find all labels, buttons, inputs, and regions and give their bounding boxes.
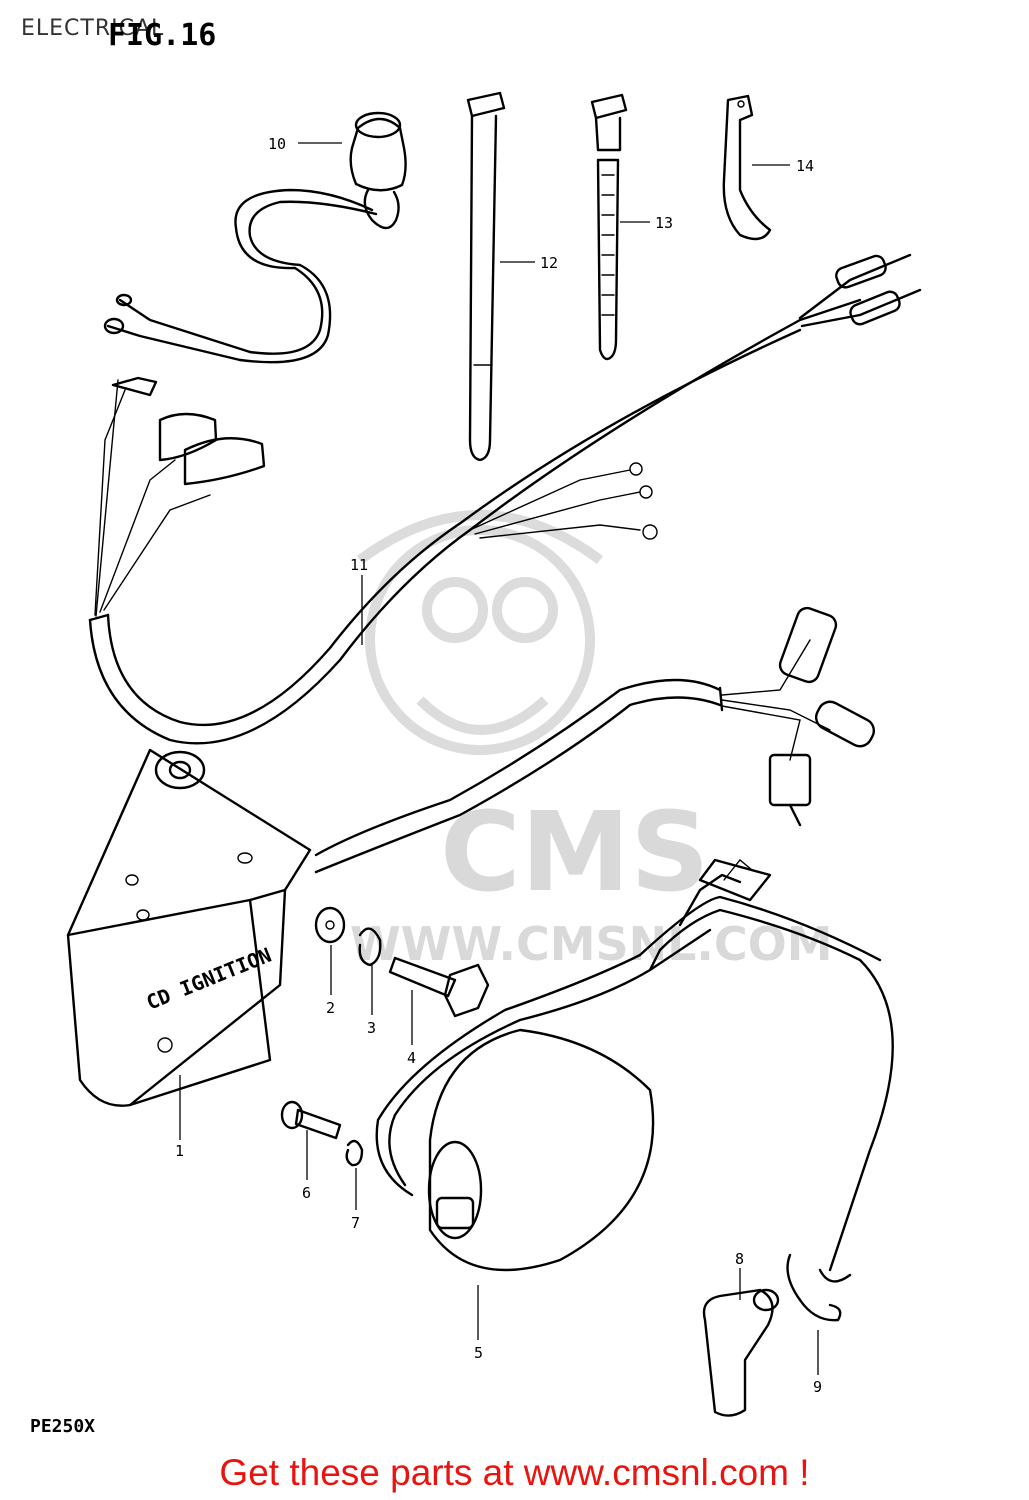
part-12-cable-tie[interactable] [466,91,506,462]
callout-12: 12 [540,254,558,272]
callout-3: 3 [367,1019,376,1037]
model-code: PE250X [30,1416,96,1437]
callout-5: 5 [474,1344,483,1362]
callout-13: 13 [655,214,673,232]
part-7-lock-washer[interactable] [345,1139,364,1167]
part-2-washer[interactable] [314,906,346,944]
callout-11: 11 [350,556,368,574]
callout-numbers: 10 12 13 14 11 1 2 3 4 5 6 7 8 9 [175,135,822,1396]
part-14-wire-clamp[interactable] [722,94,772,241]
part-9-cable-clip[interactable] [786,1253,842,1322]
cms-mascot-logo [357,510,603,755]
callout-7: 7 [351,1214,360,1232]
part-3-lock-washer[interactable] [358,927,382,967]
part-10-engine-stop-switch[interactable] [103,111,407,364]
part-8-spark-plug-cap[interactable] [702,1288,780,1417]
leader-lines [179,142,819,1375]
cms-watermark-url: WWW.CMSNL.COM [350,917,833,971]
callout-14: 14 [796,157,814,175]
part-6-screw[interactable] [280,1100,342,1140]
part-13-ratchet-cable-tie[interactable] [590,93,628,361]
callout-10: 10 [268,135,286,153]
callout-9: 9 [813,1378,822,1396]
callout-6: 6 [302,1184,311,1202]
figure-number: FIG.16 [108,18,217,53]
callout-8: 8 [735,1250,744,1268]
callout-2: 2 [326,999,335,1017]
part-4-bolt[interactable] [388,956,490,1018]
callout-1: 1 [175,1142,184,1160]
callout-4: 4 [407,1049,416,1067]
get-parts-link[interactable]: Get these parts at www.cmsnl.com ! [219,1452,810,1493]
cms-watermark-brand: CMS [440,788,709,916]
part-5-ignition-coil[interactable] [375,858,894,1283]
section-title: ELECTRICAL [21,16,165,41]
part-1-cdi-unit[interactable]: CD IGNITION [66,748,312,1107]
part-11-wiring-harness[interactable] [88,253,922,874]
